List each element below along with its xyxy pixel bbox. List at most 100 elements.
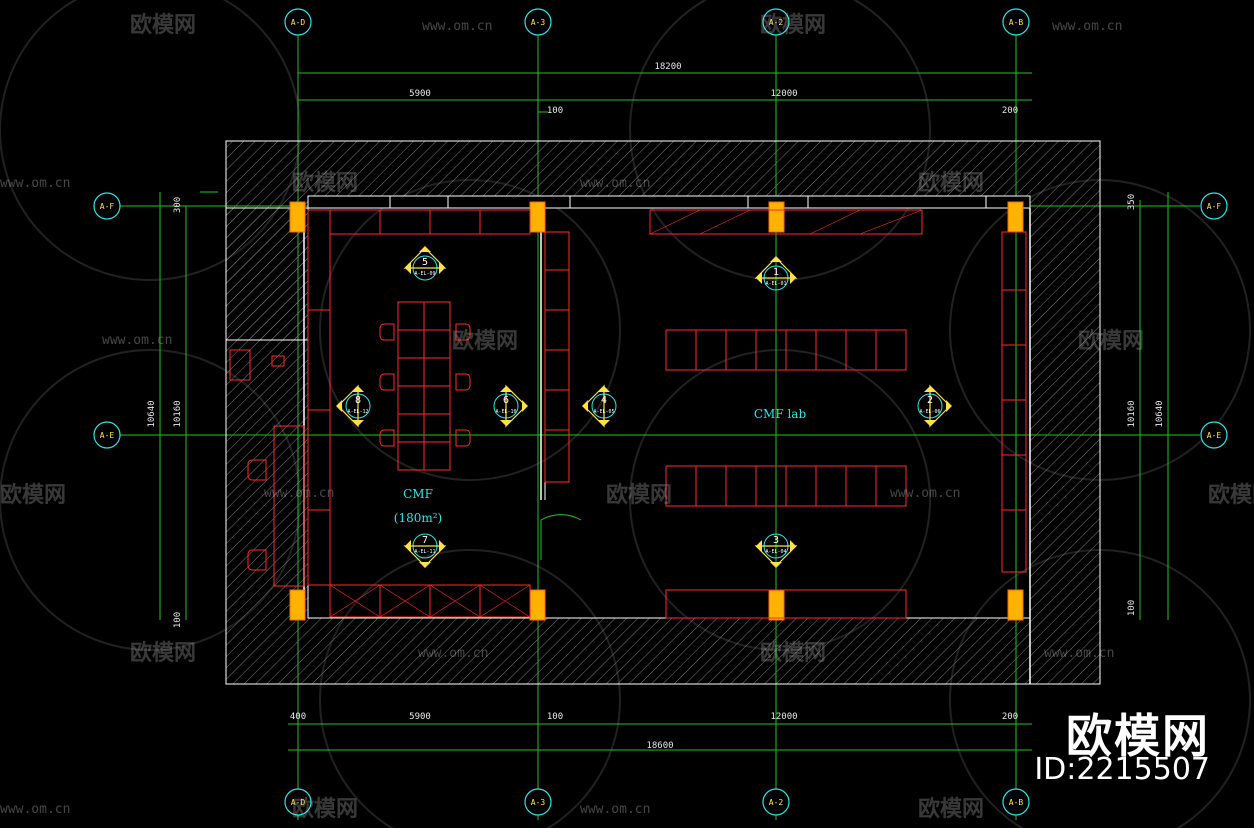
room-area-cmf: (180m²) (394, 511, 442, 525)
grid-bubble-top-2: A-3 (524, 8, 552, 36)
svg-text:A-F: A-F (1207, 202, 1222, 211)
grid-bubble-right-2: A-E (1200, 421, 1228, 449)
watermark-url: www.om.cn (890, 486, 960, 501)
elevation-mark-number: 2 (927, 395, 933, 406)
svg-text:A-B: A-B (1009, 798, 1024, 807)
grid-bubble-top-3: A-2 (762, 8, 790, 36)
watermark-text: 欧模网 (918, 170, 984, 196)
dimension-labels: 18200 5900 100 12000 200 400 5900 100 12… (147, 62, 1165, 751)
grid-bubble-left-1: A-F (93, 192, 121, 220)
watermark-text: 欧模网 (292, 796, 358, 822)
svg-text:A-E: A-E (100, 431, 115, 440)
dim-bottom-total: 18600 (646, 741, 673, 751)
elevation-mark-ref: A-EL-04 (765, 549, 786, 555)
watermark-text: 欧模网 (292, 170, 358, 196)
watermark-text: 欧模网 (918, 796, 984, 822)
dim-bottom-right: 12000 (770, 712, 797, 722)
watermark-text: 欧模网 (1208, 482, 1254, 508)
dim-top-right: 12000 (770, 89, 797, 99)
watermark-url: www.om.cn (580, 802, 650, 817)
dim-top-gap: 100 (547, 106, 563, 116)
watermark-url: www.om.cn (1044, 646, 1114, 661)
elevation-mark-ref: A-EL-09 (414, 271, 435, 277)
elevation-mark-8: 8 A-EL-12 (336, 384, 371, 428)
watermark-url: www.om.cn (0, 802, 70, 817)
svg-text:A-2: A-2 (769, 798, 784, 807)
elevation-mark-ref: A-EL-10 (495, 409, 516, 415)
dim-bottom-left: 5900 (409, 712, 431, 722)
grid-bubble-bottom-3: A-2 (762, 788, 790, 816)
watermark-text: 欧模网 (1078, 328, 1144, 354)
watermark-text: 欧模网 (130, 12, 196, 38)
dim-right-inner: 10160 (1127, 400, 1137, 427)
dim-left-inner: 10160 (173, 400, 183, 427)
dim-right-top: 350 (1127, 194, 1137, 210)
room-name-lab: CMF lab (754, 407, 807, 421)
elevation-mark-ref: A-EL-12 (347, 409, 368, 415)
elevation-mark-ref: A-EL-01 (765, 281, 786, 287)
room-name-cmf: CMF (403, 487, 433, 501)
grid-bubbles: A-D A-3 A-2 A-B A-D A-3 A-2 A-B A-F A-E … (93, 8, 1228, 816)
elevation-mark-1: 1 A-EL-01 (754, 256, 798, 291)
grid-bubble-bottom-4: A-B (1002, 788, 1030, 816)
svg-text:A-F: A-F (100, 202, 115, 211)
watermark-url: www.om.cn (102, 333, 172, 348)
elevation-marks: 5 A-EL-09 1 A-EL-01 8 A-EL-12 6 A-EL-10 (336, 246, 952, 568)
dim-top-left: 5900 (409, 89, 431, 99)
watermark-url: www.om.cn (0, 176, 70, 191)
elevation-mark-2: 2 A-EL-06 (917, 384, 952, 428)
grid-bubble-top-1: A-D (284, 8, 312, 36)
grid-bubble-bottom-2: A-3 (524, 788, 552, 816)
dim-left-bottom: 100 (173, 612, 183, 628)
columns (289, 201, 1024, 621)
watermark-text: 欧模网 (760, 12, 826, 38)
watermark-text: 欧模网 (452, 328, 518, 354)
brand-id: ID:2215507 (1034, 752, 1210, 787)
grid-bubble-right-1: A-F (1200, 192, 1228, 220)
elevation-mark-5: 5 A-EL-09 (403, 246, 447, 281)
dim-left-top: 300 (173, 197, 183, 213)
dim-left-total: 10640 (147, 400, 157, 427)
watermarks: 欧模网 www.om.cn 欧模网 www.om.cn www.om.cn 欧模… (0, 12, 1254, 822)
dim-bottom-start: 400 (290, 712, 306, 722)
dim-top-total: 18200 (654, 62, 681, 72)
elevation-mark-number: 6 (503, 395, 509, 406)
elevation-mark-number: 5 (422, 257, 428, 268)
grid-bubble-top-4: A-B (1002, 8, 1030, 36)
elevation-mark-ref: A-EL-05 (593, 409, 614, 415)
dim-right-bottom: 100 (1127, 600, 1137, 616)
watermark-url: www.om.cn (418, 646, 488, 661)
elevation-mark-number: 8 (355, 395, 361, 406)
dim-right-total: 10640 (1155, 400, 1165, 427)
svg-text:A-E: A-E (1207, 431, 1222, 440)
watermark-text: 欧模网 (130, 640, 196, 666)
dim-bottom-end: 200 (1002, 712, 1018, 722)
watermark-url: www.om.cn (264, 486, 334, 501)
watermark-url: www.om.cn (1052, 19, 1122, 34)
elevation-mark-number: 3 (773, 535, 779, 546)
watermark-text: 欧模网 (0, 482, 66, 508)
svg-text:A-2: A-2 (769, 18, 784, 27)
elevation-mark-7: 7 A-EL-11 (403, 533, 447, 568)
svg-text:A-D: A-D (291, 18, 306, 27)
elevation-mark-number: 7 (422, 535, 428, 546)
svg-text:A-D: A-D (291, 798, 306, 807)
svg-text:A-3: A-3 (531, 18, 546, 27)
watermark-text: 欧模网 (606, 482, 672, 508)
elevation-mark-number: 1 (773, 267, 779, 278)
furniture (229, 209, 1027, 619)
watermark-url: www.om.cn (580, 176, 650, 191)
watermark-url: www.om.cn (422, 19, 492, 34)
grid-bubble-left-2: A-E (93, 421, 121, 449)
elevation-mark-4: 4 A-EL-05 (582, 384, 617, 428)
dim-bottom-gap: 100 (547, 712, 563, 722)
elevation-mark-number: 4 (601, 395, 607, 406)
elevation-mark-3: 3 A-EL-04 (754, 533, 798, 568)
watermark-text: 欧模网 (760, 640, 826, 666)
elevation-mark-ref: A-EL-06 (919, 409, 940, 415)
brand-logo-text: 欧模网 (1066, 709, 1210, 763)
dim-top-end: 200 (1002, 106, 1018, 116)
grid-bubble-bottom-1: A-D (284, 788, 312, 816)
svg-text:A-B: A-B (1009, 18, 1024, 27)
